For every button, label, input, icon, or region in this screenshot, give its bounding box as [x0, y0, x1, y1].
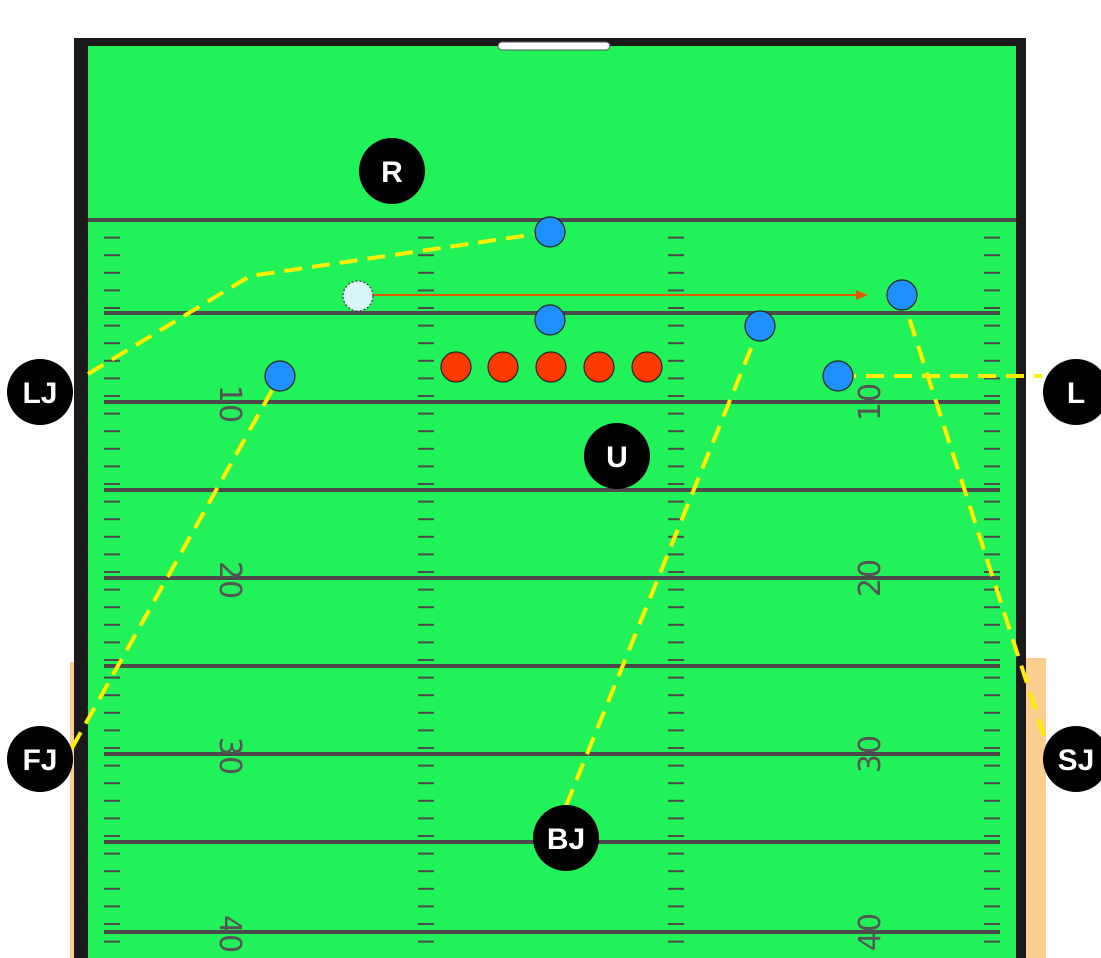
defenders — [264, 216, 918, 392]
official-sj: SJ — [1043, 726, 1101, 792]
official-badge — [7, 726, 73, 792]
defender — [534, 216, 566, 248]
coverage-lines — [70, 230, 1046, 807]
offensive-lineman — [487, 351, 519, 383]
official-badge — [1043, 359, 1101, 425]
offensive-lineman — [631, 351, 663, 383]
official-badge — [584, 423, 650, 489]
official-label: FJ — [22, 744, 57, 777]
official-label: U — [606, 441, 628, 474]
hash-marks — [104, 236, 1000, 943]
yard-numbers-left: 10 20 30 40 — [212, 385, 247, 953]
official-r: R — [359, 138, 425, 204]
defender — [264, 360, 296, 392]
defender — [744, 310, 776, 342]
yard-number-left-20: 20 — [212, 561, 247, 599]
official-label: SJ — [1058, 744, 1095, 777]
yard-number-right-10: 10 — [853, 383, 888, 421]
yard-number-right-30: 30 — [853, 735, 888, 773]
left-sideline — [74, 38, 88, 958]
yard-numbers-right: 10 20 30 40 — [853, 383, 888, 951]
official-badge — [533, 805, 599, 871]
motion-player-start — [342, 280, 374, 312]
offensive-lineman — [583, 351, 615, 383]
defender — [534, 304, 566, 336]
coverage-line-lj — [86, 230, 551, 376]
official-badge — [359, 138, 425, 204]
coverage-line-sj — [900, 295, 1046, 737]
official-l: L — [1043, 359, 1101, 425]
official-badge — [7, 359, 73, 425]
official-badge — [1043, 726, 1101, 792]
offensive-lineman — [535, 351, 567, 383]
right-sideline — [1016, 38, 1026, 958]
goal-post-bar — [497, 41, 611, 51]
yard-number-left-30: 30 — [212, 737, 247, 775]
coverage-line-fj — [70, 375, 282, 749]
official-label: L — [1067, 377, 1085, 410]
offensive-lineman — [440, 351, 472, 383]
defender — [886, 279, 918, 311]
official-bj: BJ — [533, 805, 599, 871]
yard-number-left-10: 10 — [212, 385, 247, 423]
offensive-line — [440, 351, 663, 383]
field-surface — [88, 44, 1016, 958]
official-label: BJ — [547, 823, 585, 856]
official-label: R — [381, 156, 403, 189]
official-fj: FJ — [7, 726, 73, 792]
yard-number-right-20: 20 — [853, 559, 888, 597]
coverage-line-bj — [564, 325, 762, 807]
official-lj: LJ — [7, 359, 73, 425]
official-label: LJ — [22, 377, 57, 410]
yard-number-right-40: 40 — [853, 913, 888, 951]
official-u: U — [584, 423, 650, 489]
defender — [822, 360, 854, 392]
yard-lines — [104, 311, 1000, 934]
yard-number-left-40: 40 — [212, 915, 247, 953]
